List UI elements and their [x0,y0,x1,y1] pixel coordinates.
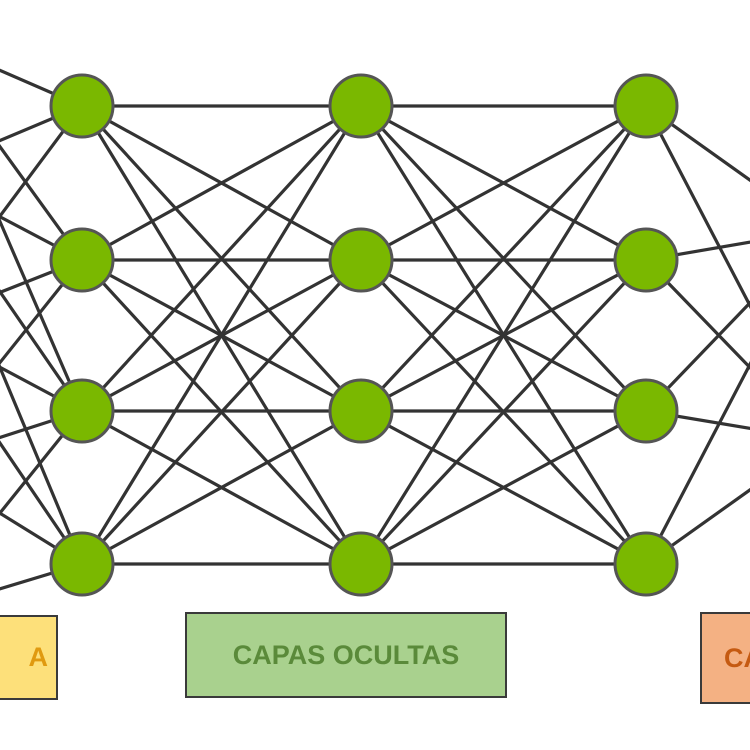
output-edge [644,104,750,310]
input-edge [0,288,84,413]
neuron-node [49,531,115,597]
input-edge [0,258,84,366]
input-edge [0,409,84,516]
connection-edge [80,409,363,566]
neuron-node [328,531,394,597]
connection-edge [359,258,648,566]
output-edge [644,360,750,566]
input-edge [0,440,84,566]
input-edge [0,143,84,262]
neuron-node [613,531,679,597]
connection-edge [80,104,363,262]
output-edge [644,300,750,413]
connection-edge [359,104,648,262]
neurons [49,73,679,597]
neuron-node [613,227,679,293]
connection-edge [359,409,648,566]
neuron-node [328,227,394,293]
input-layer-label-text: A [28,642,49,672]
connection-edge [80,258,363,566]
output-layer-label: CA [700,612,750,704]
input-layer-label: A [0,615,58,700]
hidden-layers-label: CAPAS OCULTAS [185,612,507,698]
output-edge [644,487,750,566]
output-layer-label-text: CA [724,642,750,673]
neuron-node [613,378,679,444]
neuron-node [49,378,115,444]
connection-edge [80,104,363,413]
input-edge [0,104,84,219]
connection-edge [80,104,363,566]
output-edge [644,104,750,183]
neuron-node [49,73,115,139]
neuron-node [49,227,115,293]
input-edge [0,217,84,413]
output-edge [644,258,750,370]
hidden-layers-label-text: CAPAS OCULTAS [232,639,460,670]
neuron-node [328,73,394,139]
connections [0,68,750,591]
neuron-node [328,378,394,444]
input-edge [0,363,84,566]
connection-edge [359,104,648,413]
neuron-node [613,73,679,139]
connection-edge [359,104,648,566]
